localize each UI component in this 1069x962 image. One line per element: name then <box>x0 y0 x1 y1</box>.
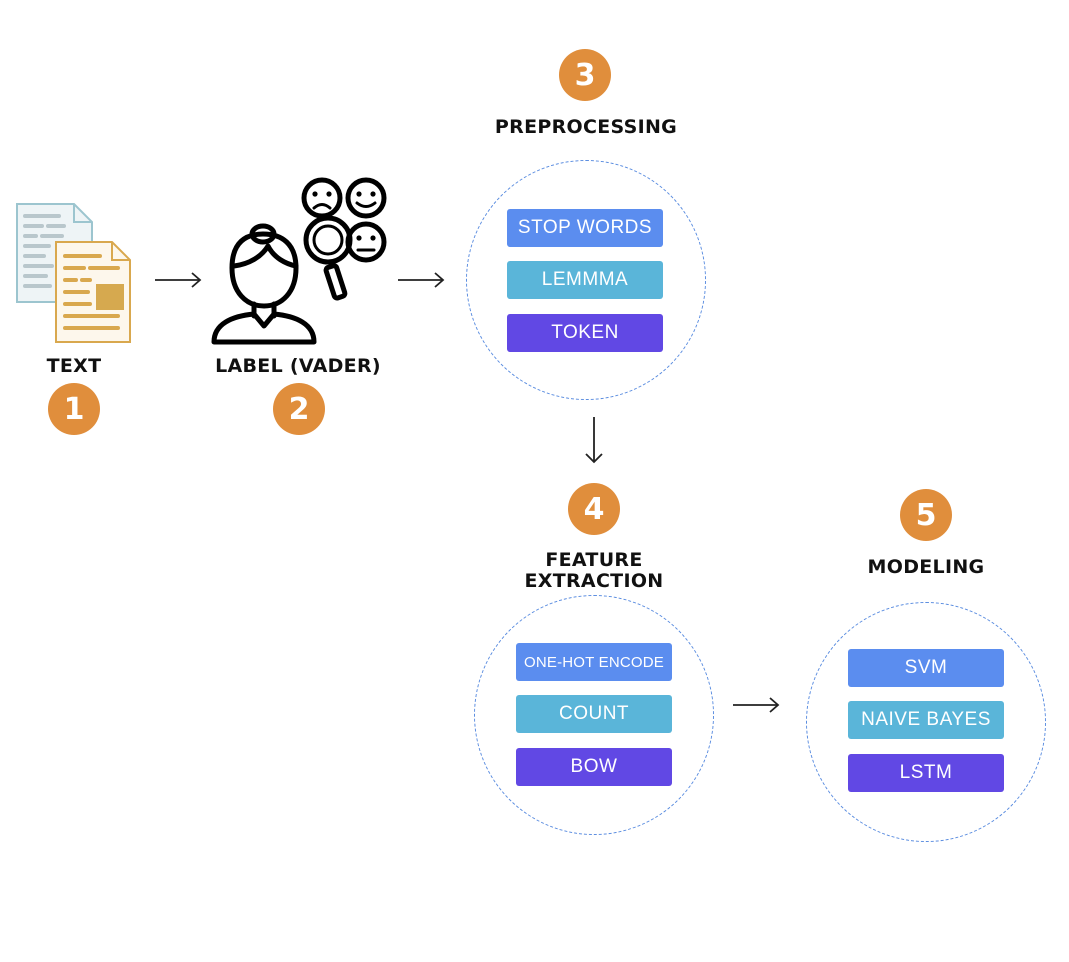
preprocessing-group-circle <box>466 160 706 400</box>
preprocessing-item-token: TOKEN <box>507 314 663 352</box>
model-item-lstm: LSTM <box>848 754 1004 792</box>
step-4-badge: 4 <box>568 483 620 535</box>
arrow-right-icon <box>398 272 445 288</box>
step-4-title-line-2: EXTRACTION <box>524 570 664 592</box>
person-with-emotions-magnifier-icon <box>211 177 387 345</box>
model-item-naive-bayes: NAIVE BAYES <box>848 701 1004 739</box>
model-item-svm: SVM <box>848 649 1004 687</box>
feature-item-one-hot-encode: ONE-HOT ENCODE <box>516 643 672 681</box>
step-1-badge: 1 <box>48 383 100 435</box>
preprocessing-item-lemmma: LEMMMA <box>507 261 663 299</box>
step-3-title: PREPROCESSING <box>494 116 678 138</box>
feature-extraction-group-circle <box>474 595 714 835</box>
arrow-down-icon <box>585 417 603 464</box>
step-1-title: TEXT <box>46 355 102 377</box>
step-2-badge: 2 <box>273 383 325 435</box>
step-5-title: MODELING <box>867 556 985 578</box>
arrow-right-icon <box>155 272 202 288</box>
preprocessing-item-stop-words: STOP WORDS <box>507 209 663 247</box>
step-3-badge: 3 <box>559 49 611 101</box>
feature-item-bow: BOW <box>516 748 672 786</box>
modeling-group-circle <box>806 602 1046 842</box>
documents-icon <box>16 203 131 343</box>
step-4-title-line-1: FEATURE <box>545 549 643 571</box>
feature-item-count: COUNT <box>516 695 672 733</box>
step-5-badge: 5 <box>900 489 952 541</box>
step-2-title: LABEL (VADER) <box>215 355 381 377</box>
arrow-right-icon <box>733 697 780 713</box>
step-4-title: FEATURE EXTRACTION <box>484 550 704 592</box>
